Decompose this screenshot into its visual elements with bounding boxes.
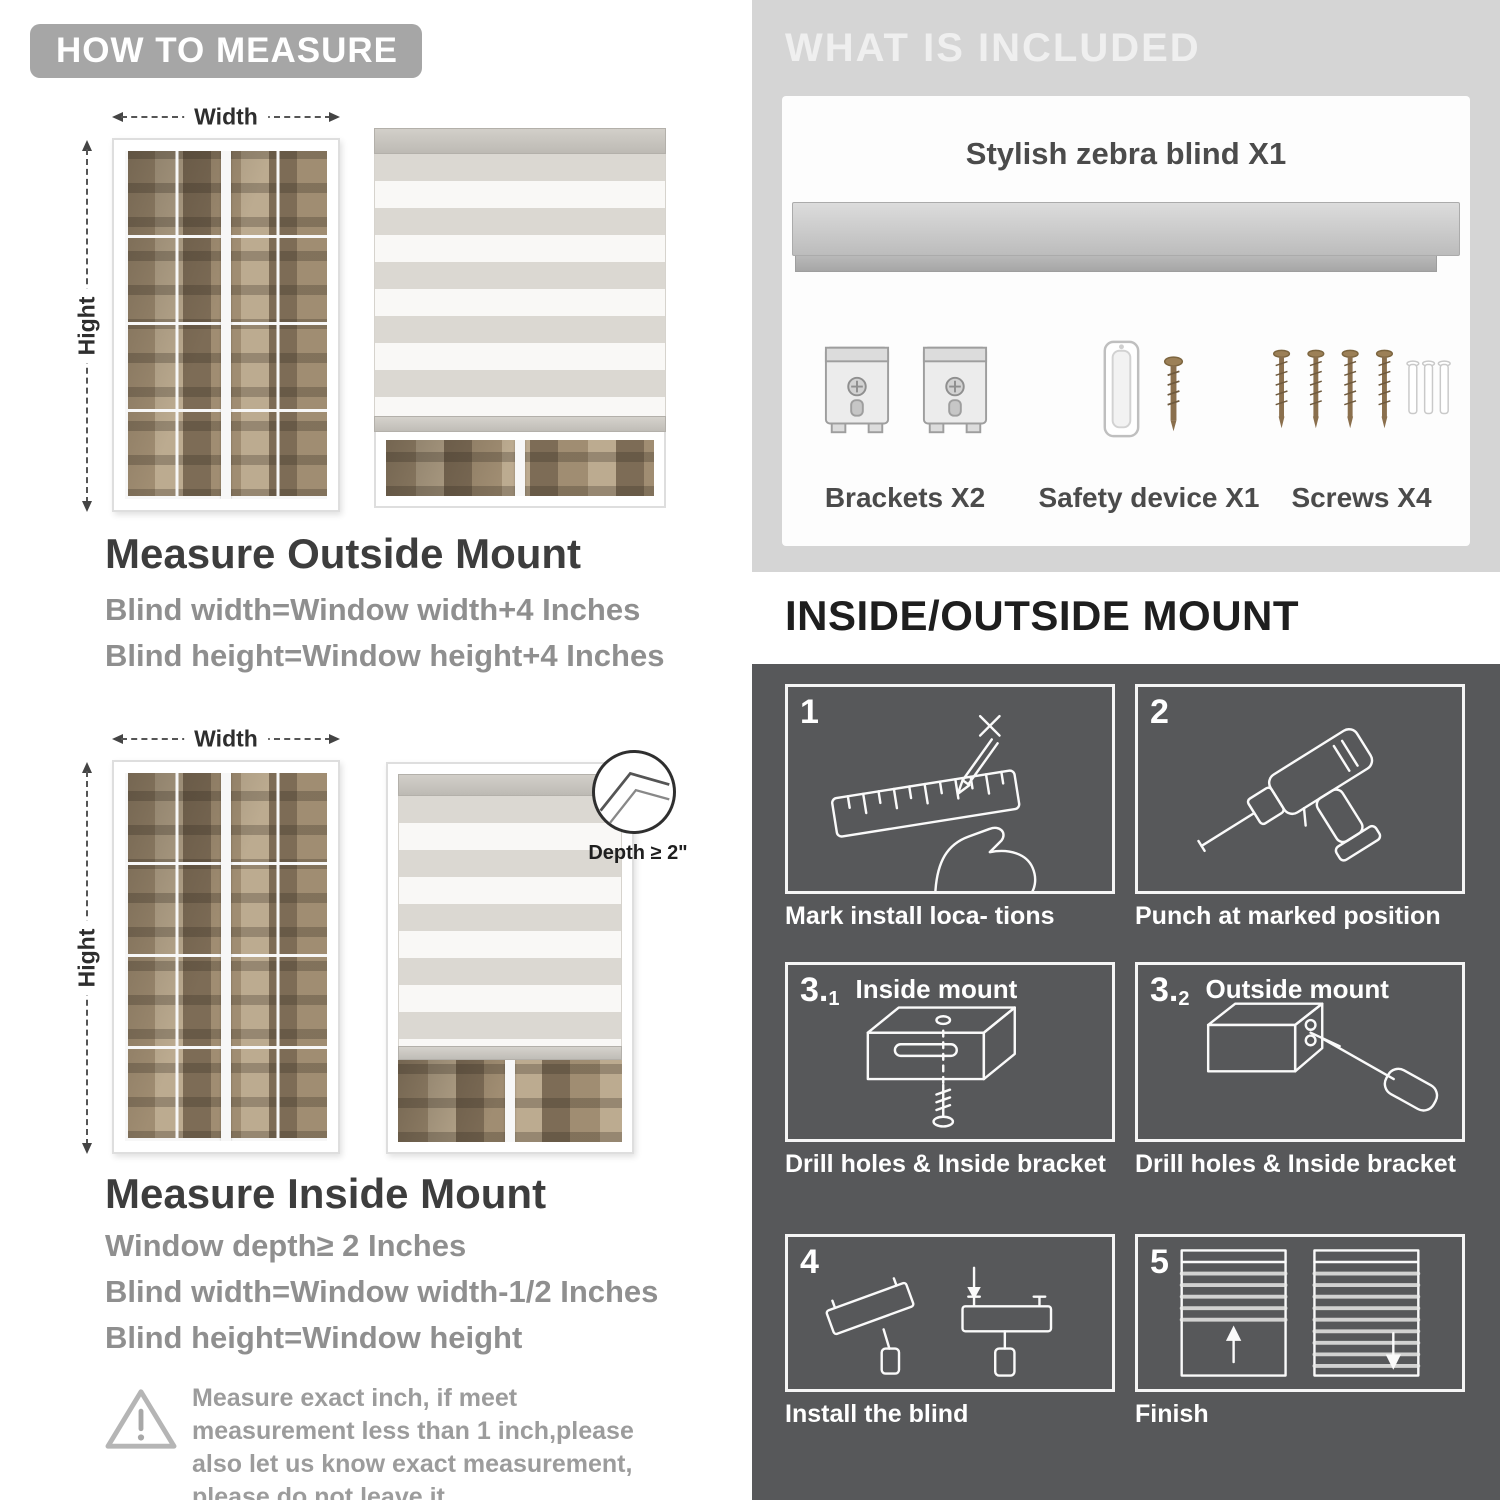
headrail-illustration: [792, 202, 1460, 272]
safety-device-label: Safety device X1: [1038, 482, 1260, 513]
blind-cassette: [374, 128, 666, 154]
window-center-divider: [221, 151, 231, 499]
screw-icon: [1307, 349, 1325, 429]
how-to-measure-badge: HOW TO MEASURE: [30, 24, 422, 78]
mount-heading-band: INSIDE/OUTSIDE MOUNT: [752, 572, 1500, 664]
finish-illustration: [1179, 1249, 1421, 1377]
what-is-included-panel: WHAT IS INCLUDED Stylish zebra blind X1: [752, 0, 1500, 572]
step-caption: Drill holes & Inside bracket: [1135, 1150, 1456, 1178]
outside-width-formula: Blind width=Window width+4 Inches: [105, 592, 641, 627]
inside-width-arrow: Width: [112, 725, 340, 753]
blind-cassette: [398, 774, 622, 796]
inside-height-formula: Blind height=Window height: [105, 1320, 523, 1355]
zebra-blind-illustration-inside: [386, 762, 634, 1154]
inside-width-arrow-label: Width: [184, 725, 268, 753]
inside-depth-rule: Window depth≥ 2 Inches: [105, 1228, 467, 1263]
window-photo: [398, 1060, 622, 1142]
outside-width-arrow-label: Width: [184, 103, 268, 131]
window-below-blind: [374, 432, 666, 508]
drill-illustration: [1197, 728, 1382, 862]
install-blind-illustration: [825, 1266, 1053, 1377]
inside-height-arrow: Hight: [73, 762, 101, 1154]
step-box-1: 1: [785, 684, 1115, 894]
measure-outside-heading: Measure Outside Mount: [105, 530, 582, 577]
step-caption: Punch at marked position: [1135, 902, 1441, 930]
step-number: 1: [800, 693, 819, 731]
mount-steps-panel: 1 Mark install loca- tions 2: [752, 664, 1500, 1500]
anchor-icon: [1437, 360, 1451, 415]
outside-height-arrow-label: Hight: [73, 288, 101, 364]
outside-bracket-illustration: [1206, 1002, 1439, 1112]
window-center-divider: [221, 773, 231, 1141]
step-number: 2: [1150, 693, 1169, 731]
outside-height-arrow: Hight: [73, 140, 101, 512]
blind-bottom-rail: [398, 1046, 622, 1060]
bracket-icon: [922, 346, 988, 434]
window-photo: [125, 151, 327, 499]
how-to-measure-badge-label: HOW TO MEASURE: [56, 31, 398, 70]
headrail-bar: [792, 202, 1460, 256]
measurement-warning-text: Measure exact inch, if meet measurement …: [192, 1384, 634, 1500]
window-illustration-inside: [112, 760, 340, 1154]
headrail-lip: [795, 256, 1437, 272]
safety-device-icon: [1103, 340, 1184, 438]
zebra-blind-title: Stylish zebra blind X1: [965, 136, 1287, 171]
measure-inside-heading: Measure Inside Mount: [105, 1170, 547, 1217]
zebra-blind-illustration-outside: [374, 128, 666, 508]
step-number: 4: [800, 1243, 819, 1281]
outside-height-formula: Blind height=Window height+4 Inches: [105, 638, 665, 673]
anchor-icon: [1421, 360, 1436, 415]
step-box-2: 2: [1135, 684, 1465, 894]
step-caption: Install the blind: [785, 1400, 969, 1428]
inside-bracket-illustration: [866, 1006, 1016, 1128]
included-card: Stylish zebra blind X1: [782, 96, 1470, 546]
blind-stripes: [374, 154, 666, 416]
screw-icon: [1272, 349, 1291, 429]
window-illustration-outside: [112, 138, 340, 512]
step-caption: Drill holes & Inside bracket: [785, 1150, 1106, 1178]
window-photo: [386, 440, 654, 496]
step-box-4: 4: [785, 1234, 1115, 1392]
bracket-icon: [824, 346, 890, 434]
window-center-divider: [505, 1060, 515, 1142]
depth-magnifier-icon: [592, 750, 676, 834]
screws-label: Screws X4: [1291, 482, 1432, 513]
step-caption: Finish: [1135, 1400, 1209, 1428]
outside-width-arrow: Width: [112, 103, 340, 131]
warning-triangle-icon: [102, 1384, 180, 1459]
blind-bottom-rail: [374, 416, 666, 432]
screws-icon: [1272, 349, 1451, 429]
mark-locations-illustration: [831, 714, 1037, 891]
magnified-corner-icon: [599, 771, 670, 827]
screws-illustration: [1260, 342, 1456, 445]
inside-width-formula: Blind width=Window width-1/2 Inches: [105, 1274, 659, 1309]
window-photo: [125, 773, 327, 1141]
step-title: Inside mount: [855, 974, 1018, 1004]
inside-outside-mount-heading: INSIDE/OUTSIDE MOUNT: [785, 592, 1300, 639]
brackets-illustration: [818, 338, 994, 440]
what-is-included-heading: WHAT IS INCLUDED: [785, 26, 1201, 70]
screw-icon: [1375, 349, 1394, 429]
step-number: 5: [1150, 1243, 1169, 1281]
anchor-icon: [1406, 360, 1420, 415]
screw-icon: [1341, 349, 1359, 429]
blind-stripes: [398, 796, 622, 1046]
depth-label: Depth ≥ 2": [588, 842, 688, 864]
inside-height-arrow-label: Hight: [73, 920, 101, 996]
brackets-label: Brackets X2: [824, 482, 986, 513]
step-caption: Mark install loca- tions: [785, 902, 1055, 930]
window-center-divider: [515, 440, 525, 496]
safety-device-illustration: [1082, 336, 1212, 449]
step-title: Outside mount: [1205, 974, 1389, 1004]
step-box-5: 5: [1135, 1234, 1465, 1392]
